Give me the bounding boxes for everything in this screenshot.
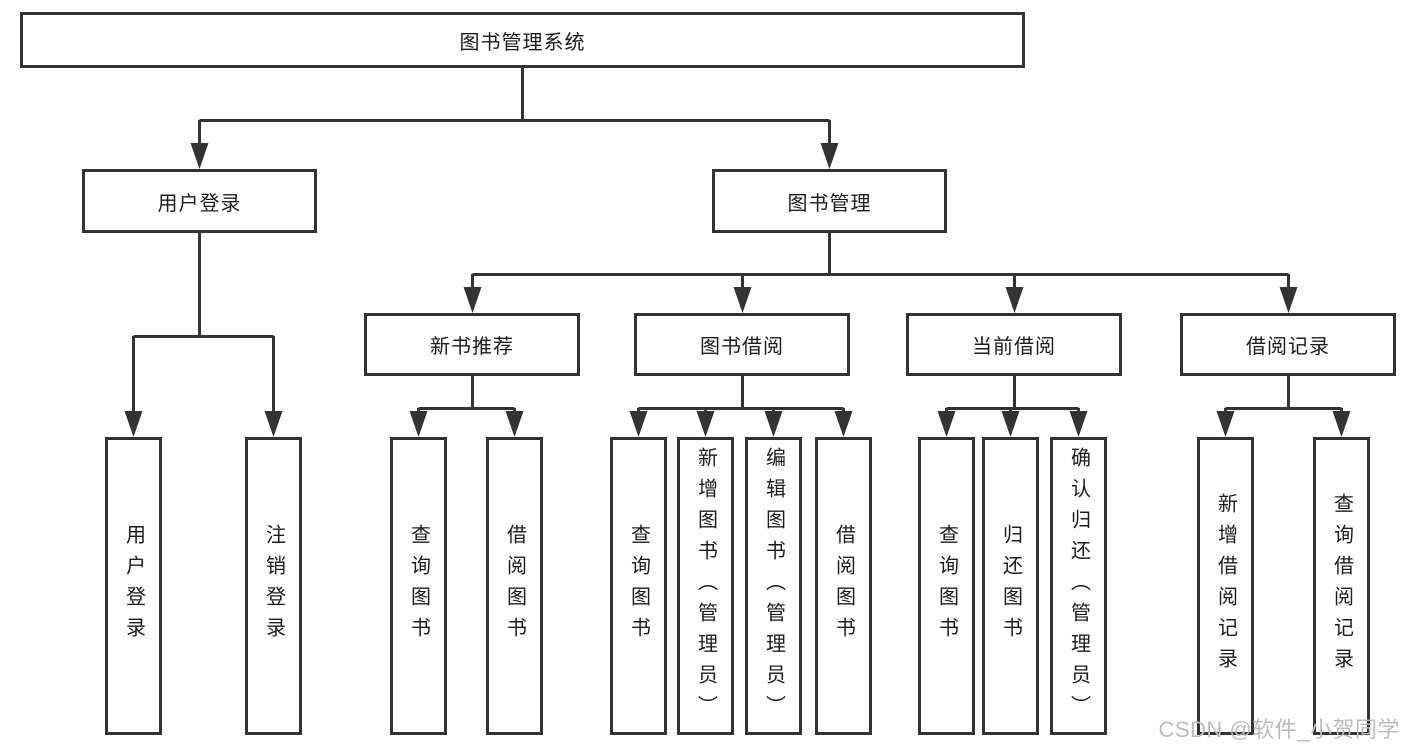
node-new-book-recommend-label: 新书推荐 <box>430 336 514 358</box>
leaf-edit-book-admin: 编辑图书（管理员） <box>745 437 802 735</box>
node-book-borrow: 图书借阅 <box>634 313 850 376</box>
leaf-logout: 注销登录 <box>245 437 302 735</box>
node-book-management-label: 图书管理 <box>787 192 872 215</box>
leaf-borrow-books-newbook-label: 借阅图书 <box>503 524 526 648</box>
leaf-add-book-admin: 新增图书（管理员） <box>677 437 734 735</box>
leaf-query-books-current: 查询图书 <box>918 437 975 735</box>
leaf-confirm-return-admin: 确认归还（管理员） <box>1050 437 1107 735</box>
node-new-book-recommend: 新书推荐 <box>364 313 580 376</box>
leaf-query-books-newbook-label: 查询图书 <box>407 524 430 648</box>
leaf-query-books-borrow-label: 查询图书 <box>627 524 650 648</box>
leaf-logout-label: 注销登录 <box>262 524 285 648</box>
leaf-query-books-newbook: 查询图书 <box>390 437 447 735</box>
leaf-confirm-return-admin-label: 确认归还（管理员） <box>1067 446 1090 726</box>
node-current-borrow: 当前借阅 <box>906 313 1122 376</box>
node-current-borrow-label: 当前借阅 <box>972 336 1056 358</box>
node-borrow-records: 借阅记录 <box>1180 313 1396 376</box>
leaf-user-login: 用户登录 <box>105 437 162 735</box>
leaf-add-book-admin-label: 新增图书（管理员） <box>694 446 717 726</box>
leaf-query-borrow-record-label: 查询借阅记录 <box>1330 493 1353 679</box>
leaf-edit-book-admin-label: 编辑图书（管理员） <box>762 446 785 726</box>
node-root: 图书管理系统 <box>20 12 1025 68</box>
node-borrow-records-label: 借阅记录 <box>1246 336 1330 358</box>
node-book-management: 图书管理 <box>712 169 947 233</box>
leaf-borrow-books-newbook: 借阅图书 <box>486 437 543 735</box>
leaf-user-login-label: 用户登录 <box>122 524 145 648</box>
node-user-login: 用户登录 <box>82 169 317 233</box>
leaf-query-books-borrow: 查询图书 <box>610 437 667 735</box>
node-root-label: 图书管理系统 <box>459 31 586 54</box>
leaf-return-books-label: 归还图书 <box>999 524 1022 648</box>
csdn-watermark: CSDN @软件_小贺同学 <box>1158 717 1400 742</box>
leaf-return-books: 归还图书 <box>982 437 1039 735</box>
node-user-login-label: 用户登录 <box>157 192 242 215</box>
leaf-query-books-current-label: 查询图书 <box>935 524 958 648</box>
leaf-add-borrow-record-label: 新增借阅记录 <box>1214 493 1237 679</box>
leaf-add-borrow-record: 新增借阅记录 <box>1197 437 1254 735</box>
leaf-query-borrow-record: 查询借阅记录 <box>1313 437 1370 735</box>
leaf-borrow-books-borrow: 借阅图书 <box>815 437 872 735</box>
leaf-borrow-books-borrow-label: 借阅图书 <box>832 524 855 648</box>
node-book-borrow-label: 图书借阅 <box>700 336 784 358</box>
